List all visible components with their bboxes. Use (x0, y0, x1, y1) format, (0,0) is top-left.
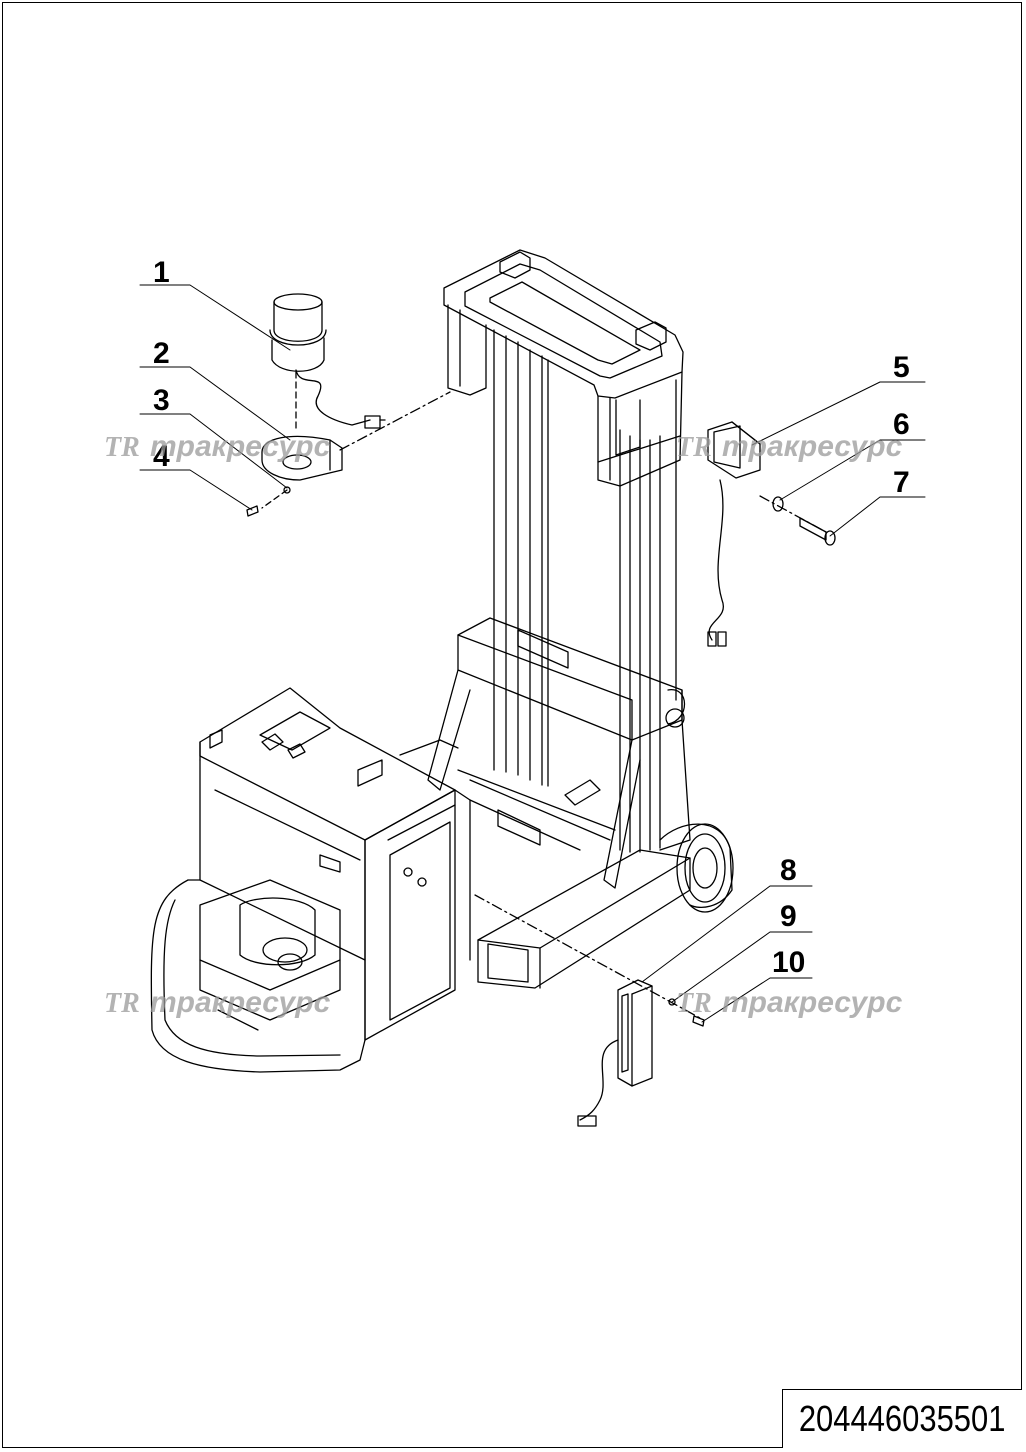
svg-text:TR: TR (104, 432, 140, 463)
callout-5: 5 (893, 351, 910, 384)
part-3-washer (283, 486, 291, 494)
svg-text:TR: TR (676, 432, 712, 463)
callout-4: 4 (153, 440, 170, 473)
callout-8: 8 (780, 854, 797, 887)
watermark-1: TR тракресурс (104, 430, 331, 463)
assembly-line-5 (759, 495, 827, 533)
document-number-box: 204446035501 (782, 1389, 1022, 1448)
watermark-2: TR тракресурс (676, 430, 903, 463)
svg-text:TR: TR (676, 988, 712, 1019)
watermark-4: TR тракресурс (676, 986, 903, 1019)
svg-text:тракресурс: тракресурс (722, 430, 903, 463)
wheel-arm (477, 823, 734, 989)
part-5-work-light (707, 421, 761, 647)
assembly-line-4 (261, 489, 288, 509)
callout-numbers: 1 2 3 4 5 6 7 8 9 10 (153, 256, 910, 979)
part-7-bolt (799, 517, 836, 546)
part-2-bracket (261, 435, 343, 481)
part-9-washer (668, 998, 676, 1006)
part-4-screw (246, 505, 259, 517)
document-number: 204446035501 (799, 1398, 1006, 1439)
assembly-line-2 (339, 391, 451, 451)
assembly-line-8 (474, 894, 701, 1019)
part-8-rear-light (577, 979, 653, 1127)
part-1-beacon (269, 293, 386, 433)
callout-9: 9 (780, 900, 797, 933)
part-6-washer (772, 496, 784, 512)
leader-lines (139, 284, 926, 1023)
callout-1: 1 (153, 256, 170, 289)
svg-text:TR: TR (104, 988, 140, 1019)
callout-6: 6 (893, 408, 910, 441)
svg-text:тракресурс: тракресурс (150, 986, 331, 1019)
svg-text:тракресурс: тракресурс (722, 986, 903, 1019)
watermarks: TR тракресурс TR тракресурс TR тракресур… (104, 430, 903, 1019)
mast (427, 249, 691, 889)
callout-10: 10 (772, 946, 805, 979)
part-10-screw (692, 1015, 705, 1027)
callout-7: 7 (893, 466, 910, 499)
callout-3: 3 (153, 384, 170, 417)
chassis (150, 687, 601, 1073)
watermark-3: TR тракресурс (104, 986, 331, 1019)
svg-text:тракресурс: тракресурс (150, 430, 331, 463)
callout-2: 2 (153, 337, 170, 370)
